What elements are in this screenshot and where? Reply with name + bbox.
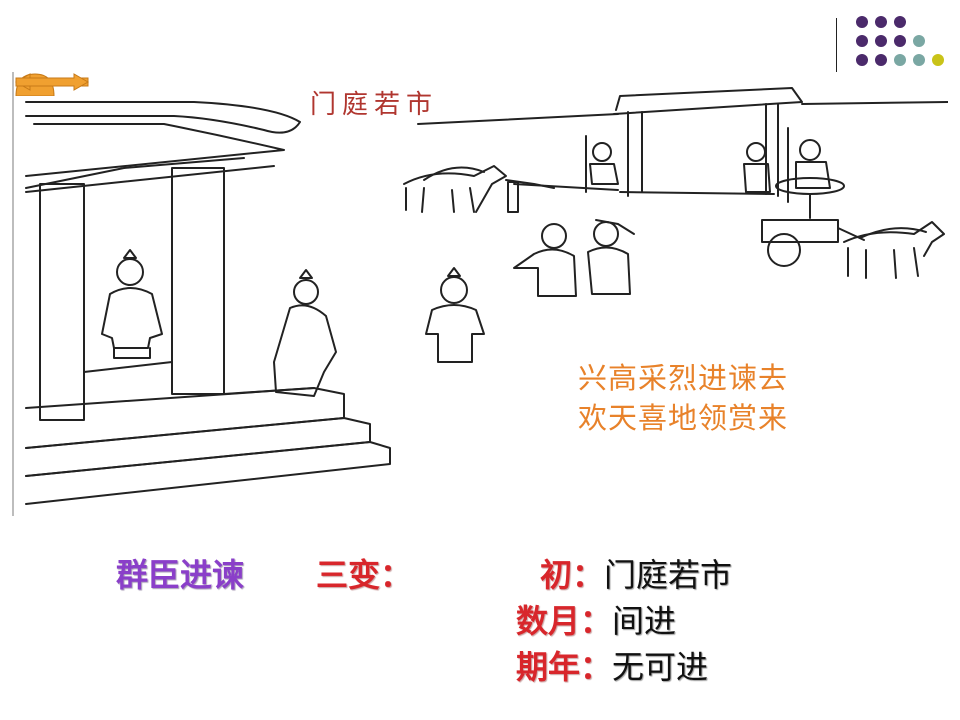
poem-line-2: 欢天喜地领赏来 <box>578 401 789 435</box>
stage-row-year: 期年：无可进 <box>516 642 708 688</box>
stage-value: 间进 <box>612 602 677 640</box>
next-button[interactable] <box>14 72 90 92</box>
stage-row-months: 数月：间进 <box>516 596 676 642</box>
header-divider <box>836 18 837 74</box>
poem-text: 兴高采烈进谏去 欢天喜地领赏来 <box>578 358 788 438</box>
scene-title: 门庭若市 <box>310 90 439 120</box>
court-drawing <box>25 87 948 505</box>
section-heading: 群臣进谏 <box>116 556 245 594</box>
stage-label: 初： <box>540 556 605 594</box>
stage-value: 门庭若市 <box>604 556 733 594</box>
decorative-dot-grid <box>856 16 944 76</box>
poem-line-1: 兴高采烈进谏去 <box>578 361 789 395</box>
stage-label: 期年： <box>516 648 613 686</box>
stage-label: 数月： <box>516 602 613 640</box>
illustration-scene: 门庭若市 兴高采烈进谏去 欢天喜地领赏来 <box>12 72 948 516</box>
stage-value: 无可进 <box>612 648 709 686</box>
arrow-right-icon <box>15 73 90 91</box>
stage-row-initial: 初：门庭若市 <box>540 550 732 596</box>
changes-heading: 三变： <box>316 556 413 594</box>
